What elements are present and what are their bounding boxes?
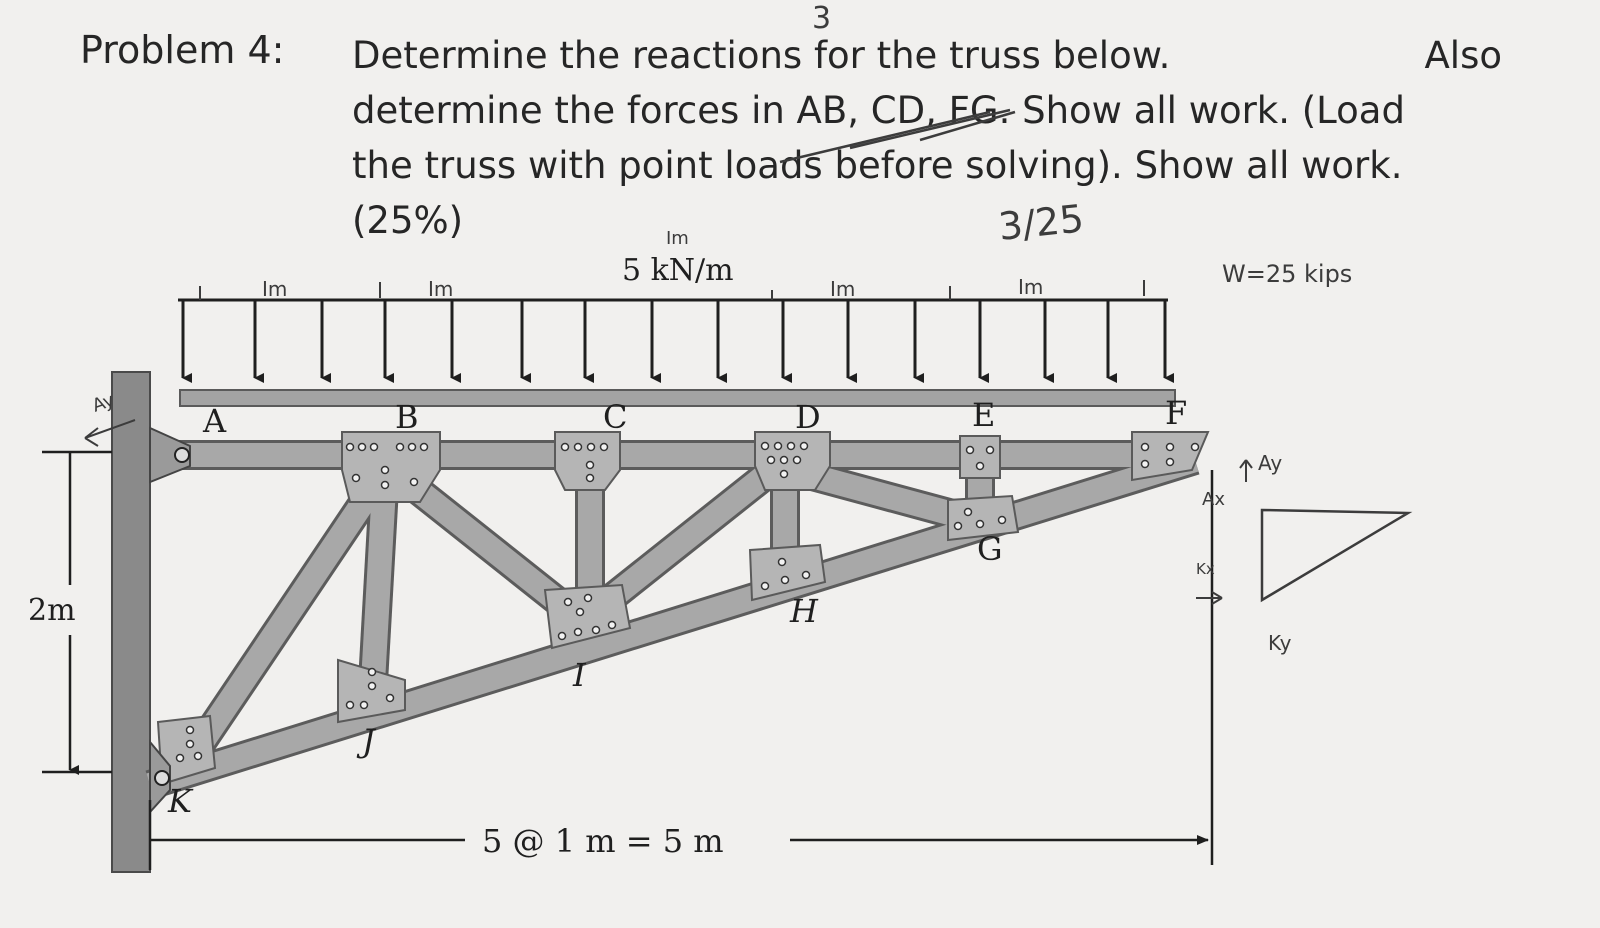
joint-label-g: G (977, 530, 1003, 568)
problem-line-2: determine the forces in AB, CD, FG. Show… (352, 89, 1405, 132)
handwritten-free-body-triangle (1260, 508, 1413, 603)
problem-number: Problem 4: (80, 28, 285, 72)
handwritten-underline-strokes (779, 108, 1016, 164)
handwritten-spacing-ticks (199, 280, 1145, 300)
height-dimension (42, 450, 112, 775)
joint-label-a: A (202, 402, 227, 440)
handwritten-ky: Ky (1268, 631, 1292, 655)
gusset-bolts (175, 441, 1200, 763)
deck-plate (179, 389, 1176, 407)
joint-label-i: I (572, 656, 587, 694)
joint-label-f: F (1165, 394, 1187, 432)
joint-label-b: B (395, 398, 419, 436)
joint-label-d: D (795, 398, 821, 436)
handwritten-ax: Ax (1202, 489, 1225, 510)
height-label: 2m (28, 593, 76, 628)
handwritten-im-top: Im (666, 228, 689, 249)
pin-support-top (149, 426, 191, 484)
load-label: 5 kN/m (622, 253, 734, 288)
handwritten-ay-arrow (84, 419, 136, 447)
handwritten-kx: Kx (1196, 560, 1215, 578)
support-wall (111, 371, 151, 873)
joint-label-k: K (167, 782, 194, 820)
truss-members (145, 440, 1200, 800)
joint-label-j: J (356, 722, 377, 760)
span-label: 5 @ 1 m = 5 m (482, 822, 724, 860)
handwritten-spacing-1: Im (262, 277, 287, 301)
handwritten-spacing-3: Im (830, 277, 855, 301)
handwritten-annotations: 3 3/25 Im Im Im Im Im W=25 kips Ay Ay Ax… (84, 1, 1413, 655)
problem-line-4: (25%) (352, 199, 464, 242)
handwritten-spacing-2: Im (428, 277, 453, 301)
handwritten-spacing-4: Im (1018, 275, 1043, 299)
joint-label-c: C (603, 398, 627, 436)
distributed-load-arrows (178, 298, 1174, 383)
handwritten-ay-right: Ay (1258, 451, 1282, 475)
problem-statement: Determine the reactions for the truss be… (352, 28, 1522, 248)
handwritten-score-fraction: 3/25 (996, 196, 1085, 249)
handwritten-weight-note: W=25 kips (1222, 260, 1352, 288)
problem-line-1: Determine the reactions for the truss be… (352, 28, 1502, 83)
handwritten-up-arrow (1239, 459, 1253, 482)
handwritten-score-top: 3 (812, 1, 831, 36)
problem-line-3: the truss with point loads before solvin… (352, 144, 1403, 187)
problem-line-1a: Determine the reactions for the truss be… (352, 34, 1171, 77)
span-dimension (148, 470, 1214, 870)
problem-line-1b: Also (1424, 34, 1502, 77)
pin-support-bottom (149, 739, 171, 815)
joint-label-e: E (972, 396, 995, 434)
joint-label-h: H (789, 592, 819, 630)
handwritten-kx-arrow (1196, 591, 1223, 605)
